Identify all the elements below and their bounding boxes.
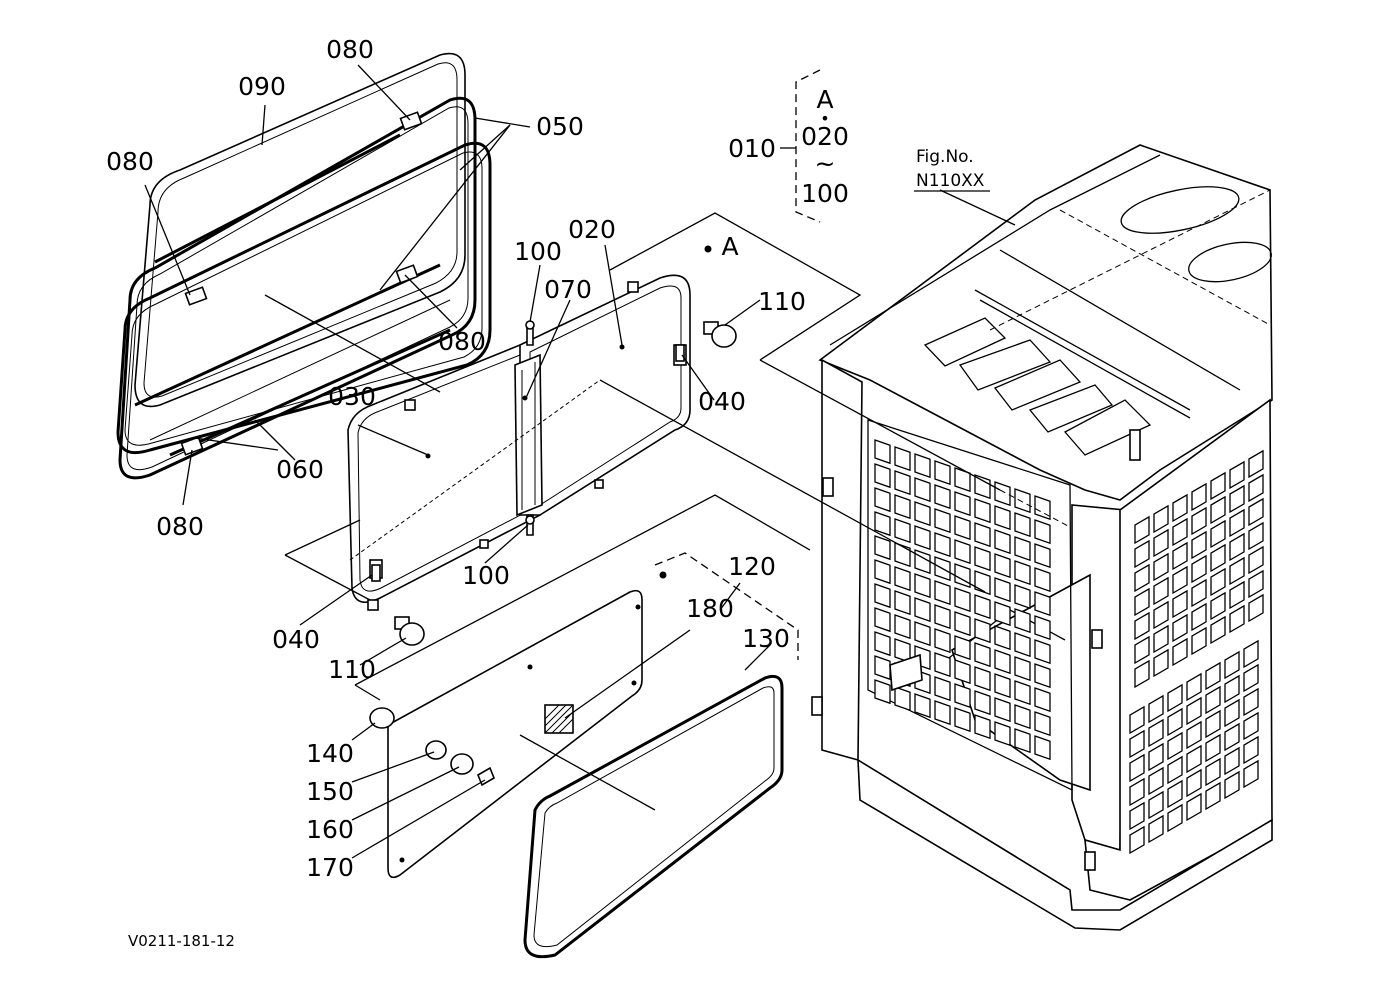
callout-080-top: 080 — [326, 35, 374, 64]
fig-ref-line1: Fig.No. — [916, 147, 974, 167]
callout-130: 130 — [742, 624, 790, 653]
drawing-code: V0211-181-12 — [128, 932, 235, 950]
dashed-bracket-120 — [654, 552, 799, 660]
cabin-rear-grid — [874, 439, 1051, 761]
callout-040-right: 040 — [698, 387, 746, 416]
fasteners-140-170 — [369, 707, 495, 787]
ref-dot-120 — [659, 571, 667, 579]
assembly-note-from: 020 — [801, 122, 849, 151]
callout-170: 170 — [306, 853, 354, 882]
latch-040-right — [675, 344, 685, 362]
callout-ref-a: A — [721, 232, 738, 261]
callout-050: 050 — [536, 112, 584, 141]
callout-160: 160 — [306, 815, 354, 844]
leader-lines — [144, 64, 1016, 859]
assembly-note: A • 010 020 ~ 100 — [728, 85, 849, 208]
cabin-side-grid — [1129, 449, 1264, 855]
bolt-110-left — [394, 616, 425, 646]
plate-panel — [387, 589, 643, 879]
callout-labels: 080 090 050 080 080 030 060 080 100 020 … — [106, 35, 806, 882]
assembly-note-letter: A — [816, 85, 833, 114]
callout-020: 020 — [568, 215, 616, 244]
assembly-note-to: 100 — [801, 179, 849, 208]
latch-040-left — [371, 564, 381, 582]
cabin-frame — [811, 144, 1273, 931]
bolt-110-right — [703, 321, 737, 348]
hinge-070 — [514, 353, 543, 517]
callout-060: 060 — [276, 455, 324, 484]
callout-030: 030 — [328, 382, 376, 411]
seal-130 — [523, 674, 784, 959]
dashed-bracket-010 — [795, 69, 821, 223]
fig-ref-line2: N110XX — [916, 171, 985, 191]
callout-070: 070 — [544, 275, 592, 304]
assembly-note-tilde: ~ — [815, 149, 836, 178]
callout-140: 140 — [306, 739, 354, 768]
figure-reference: Fig.No. N110XX — [914, 147, 990, 192]
callout-080-mid: 080 — [438, 327, 486, 356]
callout-040-left: 040 — [272, 625, 320, 654]
panel-020 — [519, 274, 691, 516]
callout-090: 090 — [238, 72, 286, 101]
callout-080-bottom: 080 — [156, 512, 204, 541]
assembly-note-dot: • — [820, 109, 829, 128]
weatherstrip-050b — [116, 141, 492, 455]
callout-120: 120 — [728, 552, 776, 581]
callout-110-left: 110 — [328, 655, 376, 684]
screws-100 — [525, 320, 535, 536]
callout-110-right: 110 — [758, 287, 806, 316]
rail-strips — [134, 133, 451, 457]
spacer-blocks — [180, 111, 423, 456]
assembly-note-code: 010 — [728, 134, 776, 163]
reference-planes — [264, 189, 1271, 811]
weatherstrip-050 — [118, 96, 477, 480]
ref-dot-a — [704, 245, 712, 253]
callout-100-bottom: 100 — [462, 561, 510, 590]
callout-080-left: 080 — [106, 147, 154, 176]
callout-180: 180 — [686, 594, 734, 623]
callout-100-top: 100 — [514, 237, 562, 266]
callout-150: 150 — [306, 777, 354, 806]
